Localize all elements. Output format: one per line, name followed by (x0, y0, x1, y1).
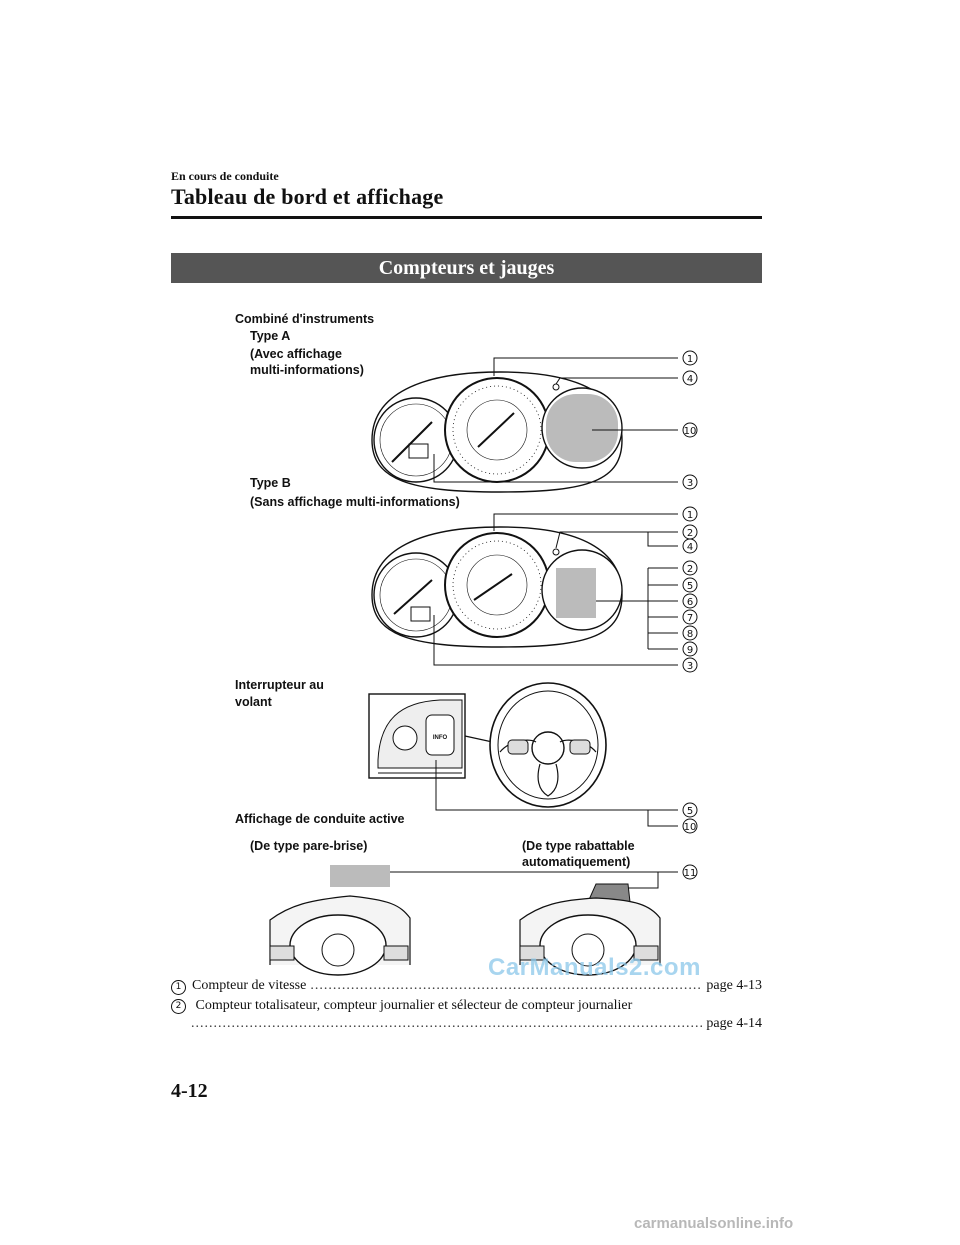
cluster-title: Combiné d'instruments (235, 312, 374, 326)
callout-type-b-9: 9 (682, 641, 698, 657)
reference-page[interactable]: page 4-13 (706, 978, 762, 993)
callout-type-b-5: 5 (682, 577, 698, 593)
cluster-type-a (371, 371, 623, 493)
cluster-type-b (371, 526, 623, 648)
hud-windshield (269, 865, 411, 976)
watermark-corner: carmanualsonline.info (634, 1215, 794, 1232)
callout-type-b-1: 1 (682, 506, 698, 522)
type-a-label: Type A (250, 329, 290, 343)
hud-leaders (390, 871, 678, 889)
svg-text:10: 10 (684, 426, 697, 437)
steering-wheel (489, 682, 607, 808)
title-rule (171, 216, 762, 219)
svg-text:2: 2 (687, 564, 693, 575)
svg-text:4: 4 (687, 374, 693, 385)
svg-text:7: 7 (687, 613, 693, 624)
callout-type-b-8: 8 (682, 625, 698, 641)
reference-text: Compteur de vitesse (192, 978, 307, 993)
svg-text:2: 2 (687, 528, 693, 539)
hud-retractable-label-1: (De type rabattable (522, 839, 635, 853)
callout-type-b-2b: 2 (682, 560, 698, 576)
reference-number: 1 (171, 980, 186, 995)
type-a-leaders (433, 357, 678, 483)
switch-leaders (435, 760, 678, 827)
type-a-desc-1: (Avec affichage (250, 347, 342, 361)
section-label: En cours de conduite (171, 169, 279, 183)
type-a-desc-2: multi-informations) (250, 363, 364, 377)
svg-text:1: 1 (687, 510, 693, 521)
callout-type-a-4: 4 (682, 370, 698, 386)
page-title: Tableau de bord et affichage (171, 184, 444, 209)
svg-text:6: 6 (687, 597, 693, 608)
callout-type-b-6: 6 (682, 593, 698, 609)
page-number: 4-12 (171, 1080, 208, 1102)
svg-text:4: 4 (687, 542, 693, 553)
callout-type-b-2: 2 (682, 524, 698, 540)
switch-label-2: volant (235, 695, 273, 709)
svg-text:1: 1 (687, 354, 693, 365)
callout-type-b-3: 3 (682, 657, 698, 673)
hud-label: Affichage de conduite active (235, 812, 405, 826)
leader-dots: ........................................… (310, 978, 702, 993)
svg-text:3: 3 (687, 661, 693, 672)
callout-type-a-10: 10 (682, 422, 698, 438)
svg-text:5: 5 (687, 806, 693, 817)
reference-item: 2 Compteur totalisateur, compteur journa… (171, 997, 762, 1033)
svg-text:3: 3 (687, 478, 693, 489)
steering-switch-zoom: INFO (368, 693, 521, 779)
hud-windshield-label: (De type pare-brise) (250, 839, 367, 853)
info-button-label: INFO (433, 735, 448, 741)
type-b-label: Type B (250, 476, 291, 490)
callout-switch-10: 10 (682, 818, 698, 834)
leader-dots: ........................................… (191, 1016, 702, 1031)
type-b-desc: (Sans affichage multi-informations) (250, 495, 460, 509)
reference-text: Compteur totalisateur, compteur journali… (195, 998, 633, 1013)
hud-retractable-label-2: automatiquement) (522, 855, 630, 869)
callout-type-a-1: 1 (682, 350, 698, 366)
section-banner: Compteurs et jauges (171, 253, 762, 283)
reference-item: 1 Compteur de vitesse ..................… (171, 977, 762, 995)
svg-text:10: 10 (684, 822, 697, 833)
type-b-leaders (433, 513, 678, 666)
callout-hud-11: 11 (682, 864, 698, 880)
svg-text:8: 8 (687, 629, 693, 640)
callout-type-b-7: 7 (682, 609, 698, 625)
reference-number: 2 (171, 999, 186, 1014)
svg-text:5: 5 (687, 581, 693, 592)
switch-label-1: Interrupteur au (235, 678, 324, 692)
reference-page[interactable]: page 4-14 (706, 1016, 762, 1031)
hud-retractable (519, 883, 661, 976)
svg-text:11: 11 (684, 868, 697, 879)
watermark-logo: CarManuals2.com (488, 954, 701, 981)
callout-type-b-4: 4 (682, 538, 698, 554)
callout-switch-5: 5 (682, 802, 698, 818)
svg-text:9: 9 (687, 645, 693, 656)
callouts: 1 4 10 3 1 2 4 2 5 6 7 8 9 3 5 10 11 (682, 350, 698, 880)
callout-type-a-3: 3 (682, 474, 698, 490)
